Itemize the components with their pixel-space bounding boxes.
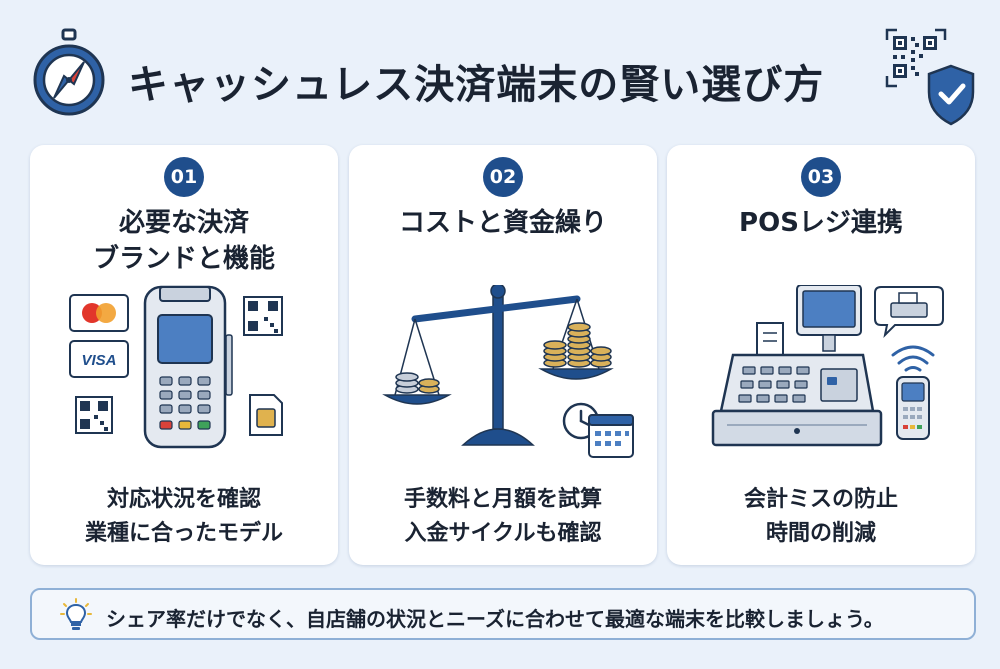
card-title: コストと資金繰り	[398, 208, 607, 238]
payment-terminal-icon: VISA	[69, 285, 283, 449]
step-number-badge: 01	[164, 157, 204, 197]
balance-scale-coins-icon	[382, 285, 634, 458]
card-description: 会計ミスの防止 時間の削減	[743, 487, 898, 546]
step-number-badge: 03	[801, 157, 841, 197]
wireless-signal-icon	[891, 345, 935, 372]
tip-text: シェア率だけでなく、自店舗の状況とニーズに合わせて最適な端末を比較しましょう。	[106, 607, 884, 631]
light-bulb-icon	[60, 598, 92, 630]
card-title: 必要な決済 ブランドと機能	[92, 208, 275, 274]
compass-icon	[33, 28, 105, 116]
qr-code-shield-check-icon	[885, 28, 975, 126]
card-title: POSレジ連携	[739, 208, 903, 238]
card-description: 対応状況を確認 業種に合ったモデル	[84, 487, 283, 546]
page-title: キャッシュレス決済端末の賢い選び方	[128, 62, 825, 108]
pos-register-icon	[711, 285, 944, 447]
qr-code-icon	[75, 396, 113, 434]
visa-label: VISA	[81, 352, 116, 369]
calendar-icon	[588, 414, 634, 458]
card-cost-cashflow: 02 コストと資金繰り	[349, 145, 657, 565]
card-description: 手数料と月額を試算 入金サイクルも確認	[403, 487, 602, 546]
card-reader-icon	[896, 376, 930, 440]
card-pos-integration: 03 POSレジ連携	[667, 145, 975, 565]
visa-card-icon: VISA	[69, 340, 129, 378]
card-payment-brands: 01 必要な決済 ブランドと機能 VISA	[30, 145, 338, 565]
sim-card-icon	[249, 394, 283, 436]
tip-banner: シェア率だけでなく、自店舗の状況とニーズに合わせて最適な端末を比較しましょう。	[30, 588, 976, 640]
mastercard-icon	[69, 294, 129, 332]
qr-code-icon	[243, 296, 283, 336]
header: キャッシュレス決済端末の賢い選び方	[0, 0, 1000, 140]
step-number-badge: 02	[483, 157, 523, 197]
receipt-printer-icon	[874, 286, 944, 339]
